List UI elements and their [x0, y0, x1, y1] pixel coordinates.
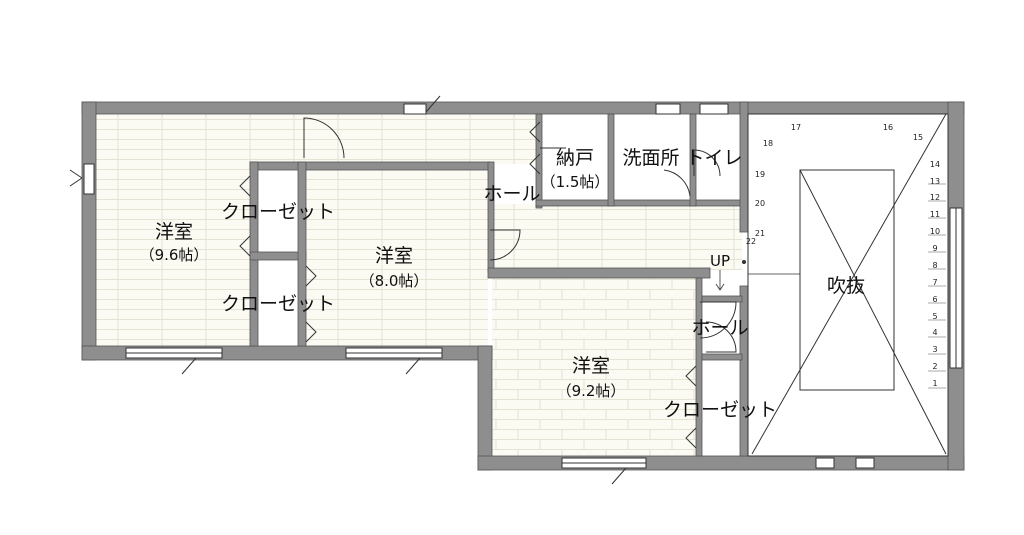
closet-doors: [239, 121, 697, 449]
room-bottom-size: （9.2帖）: [557, 382, 626, 400]
door-washroom: [663, 169, 691, 197]
floor-center-room: [306, 170, 488, 346]
stair-step-4: 4: [932, 328, 937, 337]
closet-bottom-label: クローゼット: [663, 399, 777, 421]
void-cross-1: [799, 169, 947, 455]
wall-void-left: [739, 285, 749, 457]
room-center-name: 洋室: [375, 245, 413, 267]
room-left-name: 洋室: [155, 221, 193, 243]
room-left-size: （9.6帖）: [140, 246, 209, 264]
floor-top-hall: [250, 114, 540, 164]
room-bottom-name: 洋室: [572, 355, 610, 377]
stair-step-6: 6: [932, 295, 937, 304]
storage-name: 納戸: [556, 147, 594, 169]
floor-left-room: [96, 114, 250, 346]
window-swing-bottom-3: [611, 467, 627, 485]
wall-closet-top: [249, 161, 491, 171]
wall-storage-right: [607, 113, 615, 207]
window-swing-top: [425, 95, 441, 113]
window-top-1: [403, 103, 427, 115]
void-cross-2: [751, 113, 947, 455]
stair-step-5: 5: [932, 312, 937, 321]
washroom-label: 洗面所: [622, 147, 679, 169]
window-top-3: [699, 103, 729, 115]
wall-step-vertical: [477, 345, 493, 471]
stairs: [715, 170, 895, 390]
door-bottom-room: [699, 301, 737, 339]
wall-closet-right: [297, 161, 307, 347]
wall-hall-small-bottom: [701, 353, 743, 361]
floors: [96, 114, 948, 456]
stair-start-dot: [742, 259, 747, 264]
wall-center-right: [487, 161, 495, 273]
wall-storage-left: [535, 113, 543, 209]
stair-step-22: 22: [746, 237, 756, 246]
door-hall-small: [705, 321, 737, 353]
stair-step-13: 13: [930, 177, 940, 186]
wall-bottom-right: [477, 455, 965, 471]
room-center-size: （8.0帖）: [360, 272, 429, 290]
stair-step-2: 2: [932, 362, 937, 371]
stair-step-10: 10: [930, 227, 940, 236]
storage-size: （1.5帖）: [541, 173, 610, 191]
stair-step-1: 1: [932, 379, 937, 388]
stair-step-11: 11: [930, 210, 940, 219]
floor-washroom: [614, 114, 690, 200]
doors: [69, 95, 737, 485]
stair-step-21: 21: [755, 229, 765, 238]
window-swing-left: [69, 169, 83, 187]
stair-up-arrowhead: [715, 283, 725, 291]
wall-left: [81, 101, 97, 361]
hall-main-label: ホール: [483, 183, 540, 205]
stair-step-19: 19: [755, 170, 765, 179]
toilet-label: トイレ: [685, 147, 742, 169]
door-toilet: [693, 149, 721, 177]
stair-step-9: 9: [932, 244, 937, 253]
stair-step-16: 16: [883, 123, 893, 132]
door-center-room: [489, 229, 521, 261]
void-label: 吹抜: [827, 275, 865, 297]
stair-step-12: 12: [930, 193, 940, 202]
stair-step-3: 3: [932, 345, 937, 354]
window-top-2: [655, 103, 681, 115]
windows: [83, 103, 963, 469]
stair-step-15: 15: [913, 133, 923, 142]
stair-step-17: 17: [791, 123, 801, 132]
floor-right-hall: [488, 204, 742, 270]
closet-lower-label: クローゼット: [221, 293, 335, 315]
floor-bottom-room: [492, 278, 696, 456]
closet-upper-label: クローゼット: [221, 201, 335, 223]
wall-storage-bottom: [535, 199, 743, 207]
stair-step-18: 18: [763, 139, 773, 148]
stair-up-label: UP: [710, 252, 730, 270]
void-outline: [747, 113, 949, 457]
stair-step-14: 14: [930, 160, 940, 169]
window-swing-bottom-1: [181, 357, 197, 375]
hall-small-label: ホール: [691, 317, 748, 339]
wall-hall-small-top: [701, 295, 743, 303]
wall-top: [81, 101, 965, 115]
wall-bottom-room-right: [695, 277, 703, 457]
stair-step-8: 8: [932, 261, 937, 270]
door-left-room: [303, 117, 345, 159]
wall-hall-bottom: [487, 267, 711, 279]
stair-step-7: 7: [932, 278, 937, 287]
stair-step-20: 20: [755, 199, 765, 208]
window-left-wall: [83, 163, 95, 195]
labels: 洋室 （9.6帖） 洋室 （8.0帖） 洋室 （9.2帖） クローゼット クロー…: [140, 147, 865, 421]
window-bottom-void-1: [815, 457, 835, 469]
wall-wash-right: [689, 113, 697, 207]
window-bottom-void-2: [855, 457, 875, 469]
floor-toilet: [696, 114, 740, 200]
floor-storage: [542, 114, 608, 200]
window-swing-bottom-2: [405, 357, 421, 375]
